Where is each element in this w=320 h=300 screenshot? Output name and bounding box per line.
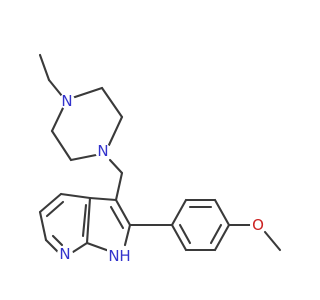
bond-pip-1 <box>70 86 104 100</box>
atom-nh-pyrrole: N H <box>107 247 131 266</box>
atom-label-n: N <box>108 247 119 265</box>
atom-label-n: N <box>59 245 70 263</box>
bond-o-ch3 <box>263 230 282 252</box>
bond-c2-n1 <box>123 223 132 247</box>
bond-ethyl-ch2 <box>47 78 64 98</box>
bond-c3-c3a <box>88 196 118 202</box>
bond-ch2-c3 <box>114 171 124 202</box>
bond-ethyl-ch3 <box>38 53 51 82</box>
atom-n-piperazine-top: N <box>59 92 75 110</box>
atom-n-pyridine: N <box>57 245 73 263</box>
bond-ph-6-double <box>178 223 192 245</box>
atom-n-piperazine-bottom: N <box>95 142 111 160</box>
atom-label-n: N <box>97 142 108 160</box>
bond-pip-2 <box>100 86 124 119</box>
bond-pip-4 <box>69 153 98 162</box>
molecule-structure: N N N N H O <box>38 53 282 266</box>
bond-ph-4-double <box>209 223 223 245</box>
bond-c7a-double <box>81 203 88 238</box>
bond-c4-c5 <box>38 192 63 214</box>
bond-ph-1 <box>170 198 188 227</box>
bond-c3a-c7a <box>85 196 92 245</box>
bond-c3a-c4 <box>59 192 92 200</box>
bond-ph-4 <box>213 223 231 252</box>
bond-n-ch2 <box>108 158 124 175</box>
bond-c4-c5-double <box>45 200 65 218</box>
bond-c6-n7 <box>44 238 60 254</box>
bond-c6-n7-double <box>51 234 64 247</box>
bond-ph-3 <box>213 198 231 227</box>
atom-label-o: O <box>252 216 264 234</box>
bond-pip-3 <box>107 115 124 147</box>
bond-c3-c2 <box>114 198 132 227</box>
atom-label-h: H <box>119 247 130 265</box>
bond-c3-c2-double <box>109 205 125 230</box>
atom-labels: N N N N H O <box>57 92 266 266</box>
bond-ph-6 <box>170 223 188 252</box>
bond-c5-c6 <box>38 210 48 242</box>
bond-n7-c7a <box>71 241 89 254</box>
atom-label-n: N <box>61 92 72 110</box>
bond-pip-5 <box>50 129 73 162</box>
bonds <box>38 53 282 254</box>
atom-o-methoxy: O <box>250 216 266 234</box>
bond-pip-6 <box>50 106 65 133</box>
